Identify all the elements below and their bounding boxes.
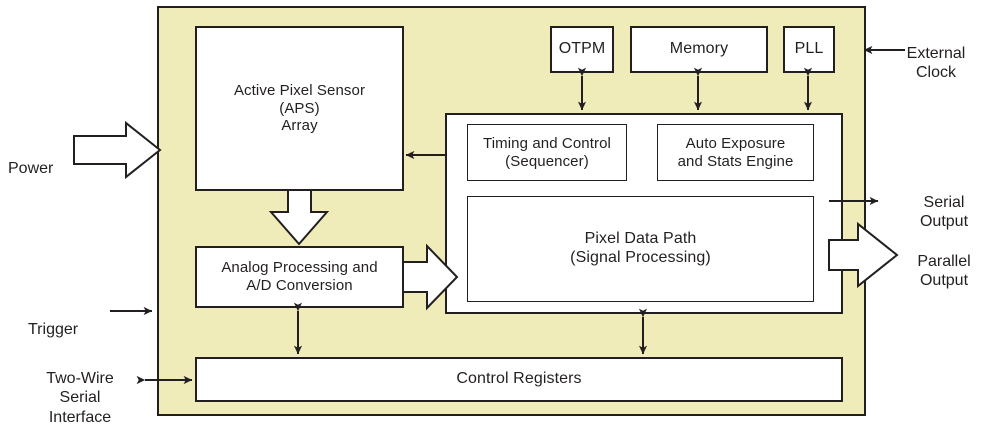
block-label-auto-exposure: Auto Exposure and Stats Engine bbox=[677, 134, 794, 170]
block-analog-processing-adc[interactable]: Analog Processing and A/D Conversion bbox=[195, 246, 404, 308]
block-label-analog-processing: Analog Processing and A/D Conversion bbox=[221, 259, 378, 294]
label-text-external-clock: External Clock bbox=[906, 44, 966, 82]
connector-power-in bbox=[73, 120, 162, 180]
label-text-serial-output: Serial Output bbox=[919, 193, 969, 231]
block-pixel-data-path[interactable]: Pixel Data Path (Signal Processing) bbox=[467, 196, 814, 302]
label-text-two-wire: Two-Wire Serial Interface bbox=[46, 369, 114, 426]
label-text-power: Power bbox=[8, 159, 54, 177]
block-auto-exposure-stats-engine[interactable]: Auto Exposure and Stats Engine bbox=[657, 124, 814, 181]
label-serial-output: Serial Output bbox=[896, 173, 992, 232]
label-trigger: Trigger bbox=[28, 300, 108, 339]
label-parallel-output: Parallel Output bbox=[894, 232, 994, 291]
block-label-pll: PLL bbox=[794, 40, 824, 58]
block-label-otpm: OTPM bbox=[558, 40, 606, 58]
label-text-trigger: Trigger bbox=[28, 320, 79, 338]
block-control-registers[interactable]: Control Registers bbox=[195, 357, 843, 402]
block-label-memory: Memory bbox=[669, 40, 729, 58]
block-pll[interactable]: PLL bbox=[783, 26, 835, 73]
block-timing-and-control[interactable]: Timing and Control (Sequencer) bbox=[467, 124, 627, 181]
block-label-timing-control: Timing and Control (Sequencer) bbox=[483, 134, 611, 170]
label-text-parallel-output: Parallel Output bbox=[917, 252, 971, 290]
label-power: Power bbox=[8, 139, 74, 178]
block-active-pixel-sensor-array[interactable]: Active Pixel Sensor (APS) Array bbox=[195, 26, 404, 191]
block-label-control-registers: Control Registers bbox=[456, 370, 582, 388]
block-label-pixel-data-path: Pixel Data Path (Signal Processing) bbox=[570, 230, 711, 266]
block-otpm[interactable]: OTPM bbox=[550, 26, 614, 73]
label-external-clock: External Clock bbox=[884, 24, 988, 83]
label-two-wire-serial-interface: Two-Wire Serial Interface bbox=[18, 349, 142, 427]
block-label-aps: Active Pixel Sensor (APS) Array bbox=[233, 81, 366, 135]
block-memory[interactable]: Memory bbox=[630, 26, 768, 73]
